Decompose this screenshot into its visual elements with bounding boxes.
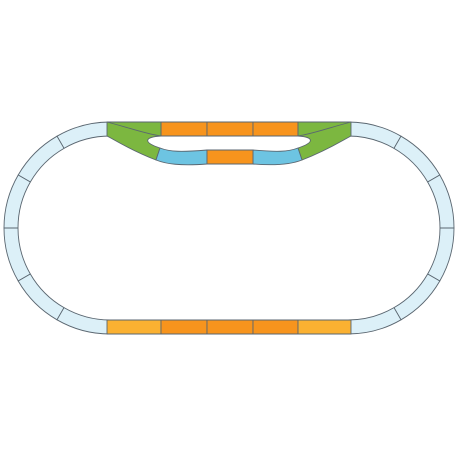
- straight-track-top-3: [252, 121, 299, 137]
- straight-track-short-bottom-left: [106, 319, 162, 335]
- switch-track-left: [106, 121, 162, 161]
- switch-left-divider: [106, 121, 162, 137]
- curve-track-left-1: [56, 121, 111, 149]
- curve-track-group: [3, 121, 455, 335]
- switch-track-group: [106, 121, 352, 161]
- switch-right-divider: [297, 121, 352, 137]
- straight-track-bottom-3: [252, 319, 299, 335]
- curve-track-right-2: [393, 135, 441, 183]
- curve-track-right-5: [393, 273, 441, 321]
- curve-track-right-1: [347, 121, 402, 149]
- curve-track-right-6: [347, 307, 402, 335]
- straight-track-bottom-1: [160, 319, 208, 335]
- siding-curve-track-right: [252, 147, 303, 166]
- curve-track-left-2: [17, 135, 65, 183]
- siding-curve-track-left: [155, 147, 208, 166]
- straight-track-short-bottom-right: [297, 319, 352, 335]
- straight-track-top-1: [160, 121, 208, 137]
- switch-track-right: [297, 121, 352, 161]
- siding-straight-track: [206, 149, 254, 165]
- curve-track-left-3: [3, 174, 31, 229]
- curve-track-left-4: [3, 227, 31, 282]
- curve-track-left-5: [17, 273, 65, 321]
- siding-track-group: [155, 147, 303, 166]
- curve-track-right-4: [427, 227, 455, 282]
- curve-track-right-3: [427, 174, 455, 229]
- straight-track-bottom-2: [206, 319, 254, 335]
- curve-track-left-6: [56, 307, 111, 335]
- straight-track-group: [106, 121, 352, 335]
- straight-track-top-2: [206, 121, 254, 137]
